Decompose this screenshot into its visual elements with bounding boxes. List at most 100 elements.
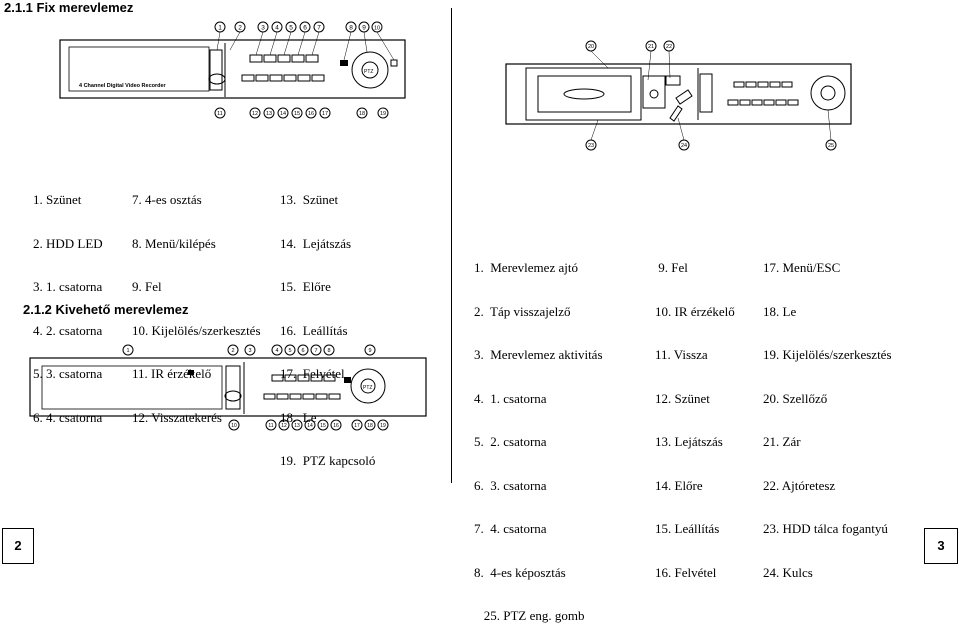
svg-text:4: 4	[275, 25, 279, 32]
svg-text:13: 13	[294, 423, 300, 429]
svg-text:12: 12	[252, 111, 258, 117]
removable-legend-col3: 17. Menü/ESC 18. Le 19. Kijelölés/szerke…	[763, 232, 892, 595]
fix-legend-col1: 1. Szünet 2. HDD LED 3. 1. csatorna 4. 2…	[33, 164, 103, 440]
svg-text:1: 1	[126, 348, 129, 354]
legend-item: 14. Előre	[655, 477, 703, 493]
legend-item: 17. Menü/ESC	[763, 260, 841, 275]
svg-text:8: 8	[327, 348, 330, 354]
svg-text:22: 22	[666, 44, 672, 50]
svg-text:19: 19	[380, 423, 386, 429]
svg-text:13: 13	[266, 111, 272, 117]
legend-item: 15. Leállítás	[655, 521, 720, 536]
legend-item: 14. Lejátszás	[280, 235, 352, 251]
svg-text:9: 9	[362, 25, 366, 32]
channel-buttons-row	[271, 374, 336, 382]
svg-text:2: 2	[231, 348, 234, 354]
legend-item: 5. 2. csatorna	[474, 434, 547, 449]
ptz-dial	[351, 51, 389, 89]
legend-item: 23. HDD tálca fogantyú	[763, 521, 888, 536]
legend-item: 16. Leállítás	[280, 322, 348, 338]
legend-item: 24. Kulcs	[763, 564, 813, 580]
svg-text:23: 23	[588, 143, 594, 149]
callouts-top: 20 21 22	[585, 40, 675, 52]
svg-text:2: 2	[238, 25, 242, 32]
legend-item: 13. Lejátszás	[655, 434, 723, 449]
legend-item: 4. 2. csatorna	[33, 322, 103, 338]
svg-text:12: 12	[281, 423, 287, 429]
svg-text:6: 6	[301, 348, 304, 354]
legend-item: 1. Merevlemez ajtó	[474, 260, 578, 275]
legend-item: 10. IR érzékelő	[655, 303, 735, 319]
legend-item: 19. PTZ kapcsoló	[280, 453, 376, 468]
legend-item: 2. Táp visszajelző	[474, 303, 571, 319]
legend-item: 12. Szünet	[655, 390, 710, 406]
legend-item: 9. Fel	[132, 279, 162, 294]
fix-dvr-front-panel-figure: 4 Channel Digital Video Recorder PTZ 1 2…	[59, 21, 406, 119]
svg-text:5: 5	[289, 25, 293, 32]
legend-item: 5. 3. csatorna	[33, 366, 103, 381]
section-title-fix: 2.1.1 Fix merevlemez	[4, 0, 134, 15]
legend-item: 15. Előre	[280, 279, 331, 294]
svg-text:4: 4	[275, 348, 278, 354]
legend-item: 7. 4. csatorna	[474, 521, 547, 536]
legend-item: 16. Felvétel	[655, 564, 717, 580]
svg-text:6: 6	[303, 25, 307, 32]
svg-text:3: 3	[248, 348, 251, 354]
svg-text:10: 10	[231, 423, 237, 429]
callouts-bottom: 10 11 12 13 14 15 16 17 18 19	[228, 419, 389, 431]
legend-item: 17. Felvétel	[280, 366, 345, 381]
legend-item: 13. Szünet	[280, 192, 339, 207]
svg-text:9: 9	[368, 348, 371, 354]
ptz-label: PTZ	[363, 385, 372, 391]
legend-item: 21. Zár	[763, 434, 801, 449]
removable-legend-col2: 9. Fel 10. IR érzékelő 11. Vissza 12. Sz…	[655, 232, 735, 595]
svg-text:3: 3	[261, 25, 265, 32]
svg-text:7: 7	[314, 348, 317, 354]
legend-item: 19. Kijelölés/szerkesztés	[763, 347, 892, 362]
legend-item: 6. 4. csatorna	[33, 409, 103, 425]
svg-text:16: 16	[333, 423, 339, 429]
legend-item: 9. Fel	[655, 260, 688, 275]
svg-text:5: 5	[288, 348, 291, 354]
section-title-removable: 2.1.2 Kivehető merevlemez	[23, 302, 189, 317]
legend-item: 7. 4-es osztás	[132, 192, 202, 207]
legend-item: 10. Kijelölés/szerkesztés	[132, 322, 261, 338]
legend-item: 20. Szellőző	[763, 390, 828, 406]
svg-text:16: 16	[308, 111, 314, 117]
channel-buttons-row	[249, 54, 319, 63]
callouts-bottom: 23 24 25	[585, 139, 837, 151]
svg-text:20: 20	[588, 44, 594, 50]
transport-buttons-row	[727, 99, 799, 106]
legend-item: 2. HDD LED	[33, 235, 103, 251]
device-label: 4 Channel Digital Video Recorder	[79, 83, 167, 89]
callouts-top: 1 2 3 4 5 6 7 8 9 10	[214, 21, 383, 33]
svg-text:19: 19	[380, 111, 386, 117]
svg-text:17: 17	[322, 111, 328, 117]
legend-item: 8. 4-es képosztás	[474, 564, 566, 580]
svg-text:14: 14	[307, 423, 313, 429]
legend-item: 18. Le	[763, 303, 797, 319]
svg-text:25: 25	[828, 143, 834, 149]
legend-item: 3. 1. csatorna	[33, 279, 103, 294]
fix-legend-col3: 13. Szünet 14. Lejátszás 15. Előre 16. L…	[280, 164, 375, 483]
legend-item: 8. Menü/kilépés	[132, 235, 216, 251]
legend-item: 4. 1. csatorna	[474, 390, 547, 406]
legend-item: 11. Vissza	[655, 347, 708, 362]
ptz-dial	[810, 75, 846, 111]
ptz-dial	[350, 368, 386, 404]
legend-item: 22. Ajtóretesz	[763, 477, 836, 493]
legend-item: 25. PTZ eng. gomb	[474, 608, 585, 623]
svg-text:1: 1	[218, 25, 222, 32]
svg-text:18: 18	[367, 423, 373, 429]
svg-text:24: 24	[681, 143, 687, 149]
svg-text:11: 11	[217, 111, 223, 117]
removable-hdd-detail-figure: 20 21 22 23 24 25	[505, 40, 852, 151]
removable-dvr-front-panel-figure: PTZ 1 2 3 4 5 6 7 8 9 10 11 12 13 14 15 …	[29, 344, 427, 431]
page-number-left: 2	[2, 528, 34, 564]
svg-text:18: 18	[359, 111, 365, 117]
svg-text:21: 21	[648, 44, 654, 50]
transport-buttons-row	[263, 393, 341, 400]
transport-buttons-row	[241, 74, 325, 82]
page-divider	[451, 8, 452, 483]
svg-text:10: 10	[374, 26, 380, 32]
